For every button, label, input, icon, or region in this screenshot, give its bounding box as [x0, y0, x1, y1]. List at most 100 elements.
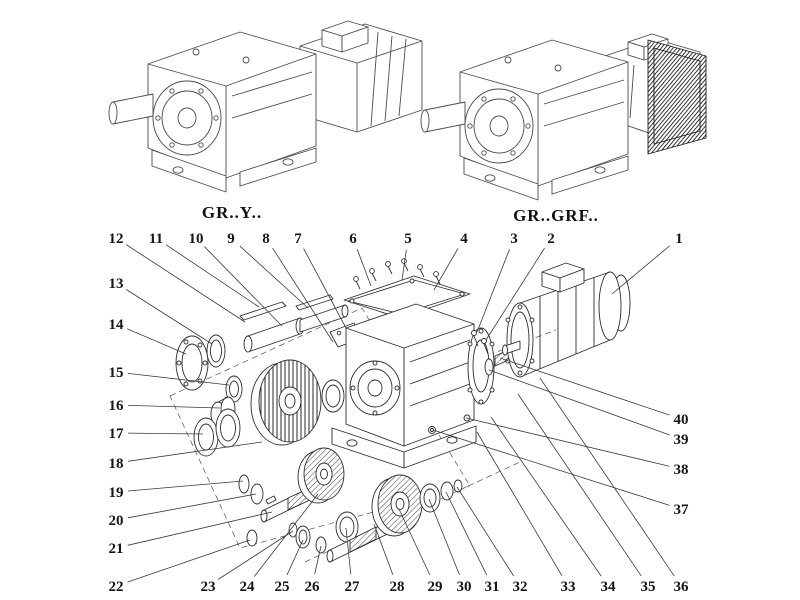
housing-foot-right — [403, 425, 477, 469]
leader-line-16 — [127, 404, 221, 409]
callout-26: 26 — [305, 579, 321, 595]
callout-9: 9 — [227, 231, 235, 247]
foot-right — [239, 147, 317, 187]
oil-seal — [225, 375, 243, 403]
callout-3: 3 — [510, 231, 518, 247]
callout-37: 37 — [674, 502, 690, 518]
leader-line-23 — [217, 530, 294, 580]
motor-left-view — [299, 20, 423, 133]
callout-14: 14 — [109, 317, 125, 333]
callout-19: 19 — [109, 485, 124, 501]
callout-40: 40 — [674, 412, 689, 428]
leader-line-30 — [428, 498, 460, 576]
leader-line-34 — [490, 416, 602, 577]
leader-line-40 — [499, 357, 670, 416]
callout-32: 32 — [513, 579, 528, 595]
foot-left — [151, 149, 227, 193]
leader-line-9 — [239, 245, 309, 309]
leader-line-18 — [127, 441, 263, 462]
callout-35: 35 — [641, 579, 656, 595]
large-helical-gear — [250, 359, 322, 446]
leader-line-8 — [272, 247, 334, 343]
leader-line-19 — [127, 480, 244, 492]
foot-right — [551, 155, 629, 195]
callout-1: 1 — [675, 231, 683, 247]
cover-bolts — [353, 258, 441, 290]
exploded-view — [169, 258, 631, 563]
callout-38: 38 — [674, 462, 689, 478]
top-cover-plate — [343, 275, 471, 319]
callout-5: 5 — [404, 231, 412, 247]
input-washer — [484, 358, 494, 376]
output-bearing — [175, 335, 209, 391]
leader-line-20 — [127, 493, 257, 519]
leader-line-27 — [345, 527, 352, 575]
callout-22: 22 — [109, 579, 124, 595]
leader-line-14 — [126, 328, 187, 355]
callout-24: 24 — [240, 579, 256, 595]
leader-line-15 — [127, 372, 230, 386]
leader-line-39 — [488, 369, 670, 436]
leader-line-2 — [485, 247, 545, 341]
callout-28: 28 — [390, 579, 405, 595]
leader-line-28 — [373, 523, 394, 575]
leader-line-32 — [456, 486, 514, 577]
callout-39: 39 — [674, 432, 689, 448]
callout-7: 7 — [294, 231, 302, 247]
leader-line-33 — [476, 431, 563, 576]
leader-line-25 — [286, 539, 304, 576]
leader-line-24 — [254, 493, 319, 577]
leader-line-11 — [165, 244, 260, 308]
leader-line-17 — [127, 432, 204, 435]
intermediate-washers — [238, 474, 277, 547]
gear-housing-right-view — [459, 39, 629, 201]
leader-line-35 — [517, 393, 642, 577]
small-rings — [288, 522, 327, 554]
gear-housing-left-view — [147, 31, 317, 193]
output-shaft-right-view — [420, 101, 466, 133]
shaft-keys — [239, 294, 334, 321]
gear-side-bearing — [321, 379, 345, 413]
gearbox-housing — [331, 303, 477, 469]
leader-line-4 — [433, 248, 459, 291]
leader-line-29 — [398, 508, 431, 576]
end-cap — [206, 334, 226, 368]
callout-16: 16 — [109, 398, 125, 414]
callout-6: 6 — [349, 231, 357, 247]
foot-left — [463, 157, 539, 201]
callout-27: 27 — [345, 579, 361, 595]
output-shaft — [243, 304, 349, 353]
leader-line-1 — [611, 245, 671, 295]
assembled-view-gr-grf — [420, 33, 707, 201]
callout-10: 10 — [189, 231, 204, 247]
leader-line-7 — [303, 248, 347, 329]
callout-23: 23 — [201, 579, 216, 595]
bearing-pair — [193, 408, 241, 457]
callout-12: 12 — [109, 231, 124, 247]
motor-mount-flange — [467, 327, 495, 405]
leader-line-22 — [127, 539, 251, 583]
intermediate-gear — [297, 447, 345, 504]
leader-line-31 — [445, 491, 488, 576]
leader-line-38 — [465, 417, 670, 467]
output-shaft-left-view — [108, 93, 154, 125]
leader-line-6 — [356, 249, 372, 287]
callout-31: 31 — [485, 579, 500, 595]
callout-13: 13 — [109, 276, 124, 292]
assembled-view-gr-y — [108, 20, 423, 193]
leader-line-36 — [539, 377, 675, 577]
leader-line-21 — [127, 511, 273, 546]
lower-bearing-set — [419, 479, 463, 513]
variant-label-gr-grf: GR..GRF.. — [513, 206, 599, 225]
callout-25: 25 — [275, 579, 290, 595]
leader-line-13 — [125, 289, 213, 345]
fan-cowl-dark — [647, 39, 707, 155]
callout-17: 17 — [109, 426, 125, 442]
callout-33: 33 — [561, 579, 576, 595]
callout-29: 29 — [428, 579, 443, 595]
leader-line-10 — [204, 246, 283, 327]
callout-18: 18 — [109, 456, 124, 472]
